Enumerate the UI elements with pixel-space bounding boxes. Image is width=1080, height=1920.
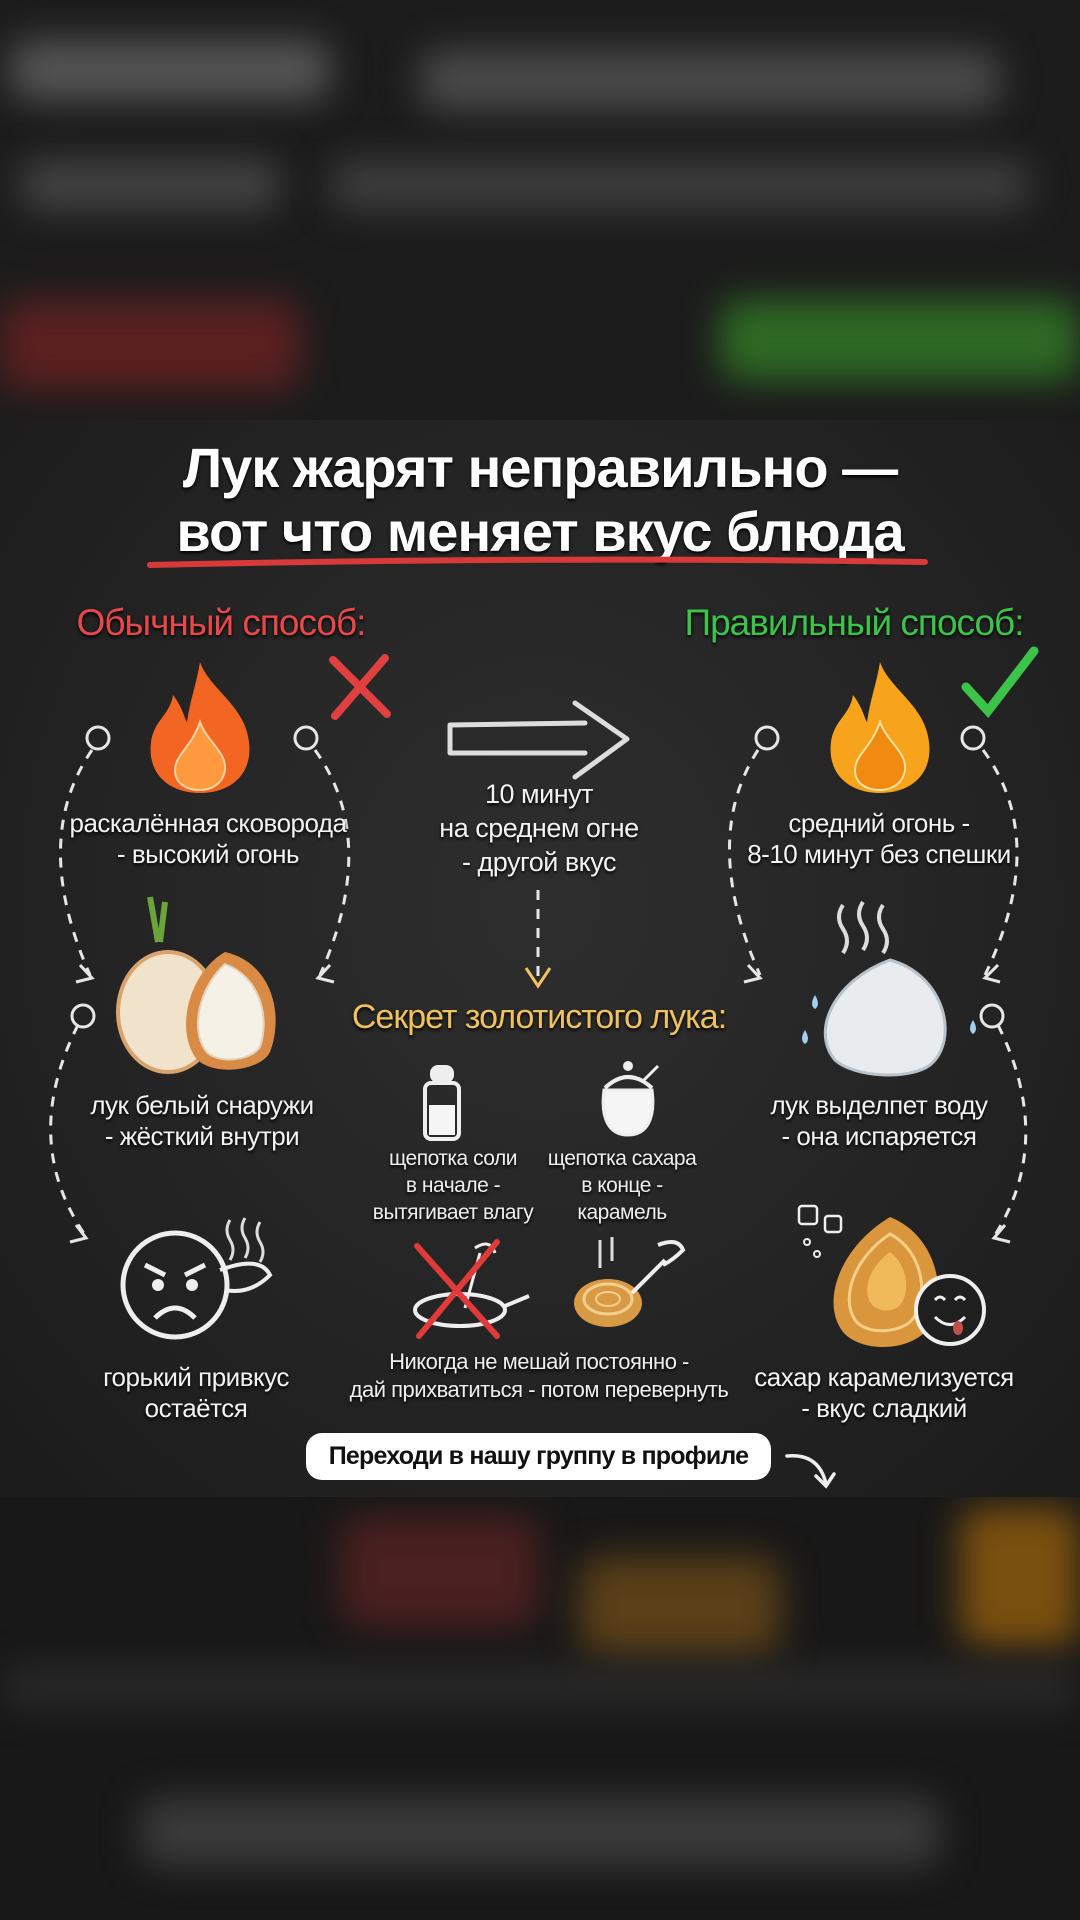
flipping-onion-icon (574, 1237, 686, 1327)
go-to-group-button[interactable]: Переходи в нашу группу в профиле (306, 1433, 771, 1480)
steaming-onion-icon (802, 900, 976, 1077)
text-line: средний огонь - (788, 808, 970, 838)
sugar-tip-text: щепотка сахара в конце - карамель (548, 1145, 697, 1226)
right-step1-text: средний огонь -8-10 минут без спешки (747, 808, 1011, 870)
text-line: в начале - (405, 1174, 501, 1197)
check-mark-icon (961, 646, 1039, 718)
title-underline (147, 556, 928, 568)
middle-arrow-text: 10 минут на среднем огне - другой вкус (439, 777, 639, 879)
high-flame-icon (150, 662, 250, 793)
text-line: остаётся (144, 1393, 248, 1423)
secret-header: Секрет золотистого лука: (351, 998, 727, 1036)
text-line: - она испаряется (781, 1121, 977, 1151)
cross-mark-icon (329, 654, 391, 720)
text-line: на среднем огне (439, 813, 639, 843)
text-line: вытягивает влагу (372, 1201, 534, 1224)
salt-tip-text: щепотка соли в начале - вытягивает влагу (372, 1145, 534, 1226)
salt-shaker-icon (423, 1065, 461, 1141)
infographic-board: Лук жарят неправильно — вот что меняет в… (0, 420, 1080, 1497)
text-line: Никогда не мешай постоянно - (389, 1349, 689, 1374)
sugar-bowl-icon (601, 1061, 660, 1137)
text-line: раскалённая сковорода (69, 808, 347, 838)
text-line: в конце - (581, 1174, 663, 1197)
text-line: щепотка сахара (547, 1147, 697, 1170)
raw-onion-icon (116, 896, 276, 1074)
left-step2-text: лук белый снаружи- жёсткий внутри (90, 1090, 314, 1152)
text-line: карамель (577, 1201, 667, 1224)
no-stirring-icon (413, 1239, 530, 1339)
text-line: 10 минут (485, 779, 593, 809)
text-line: - другой вкус (462, 847, 616, 877)
text-line: щепотка соли (388, 1147, 518, 1170)
medium-flame-icon (830, 662, 930, 793)
right-arrow-icon (447, 700, 630, 780)
blurred-background-bottom (0, 1497, 1080, 1920)
caramelized-onion-icon (797, 1204, 986, 1347)
left-header: Обычный способ: (76, 602, 367, 643)
text-line: лук выделпет воду (770, 1090, 988, 1120)
title-line1: Лук жарят неправильно — (182, 436, 898, 499)
text-line: сахар карамелизуется (754, 1362, 1014, 1392)
text-line: - жёсткий внутри (104, 1121, 300, 1151)
text-line: 8-10 минут без спешки (747, 839, 1011, 869)
text-line: - вкус сладкий (801, 1393, 967, 1423)
text-line: горький привкус (103, 1362, 289, 1392)
text-line: - высокий огонь (116, 839, 300, 869)
curved-arrow-icon (785, 1454, 836, 1489)
right-header: Правильный способ: (684, 602, 1025, 643)
stirring-tip-text: Никогда не мешай постоянно - дай прихвати… (350, 1348, 729, 1404)
title-line2: вот что меняет вкус блюда (176, 500, 904, 563)
text-line: дай прихватиться - потом перевернуть (349, 1377, 729, 1402)
blurred-background-top (0, 0, 1080, 420)
text-line: лук белый снаружи (90, 1090, 314, 1120)
flow-lines (49, 725, 1028, 1244)
right-step3-text: сахар карамелизуется- вкус сладкий (754, 1362, 1014, 1424)
angry-face-icon (120, 1217, 273, 1340)
left-step1-text: раскалённая сковорода- высокий огонь (69, 808, 347, 870)
right-step2-text: лук выделпет воду- она испаряется (770, 1090, 988, 1152)
